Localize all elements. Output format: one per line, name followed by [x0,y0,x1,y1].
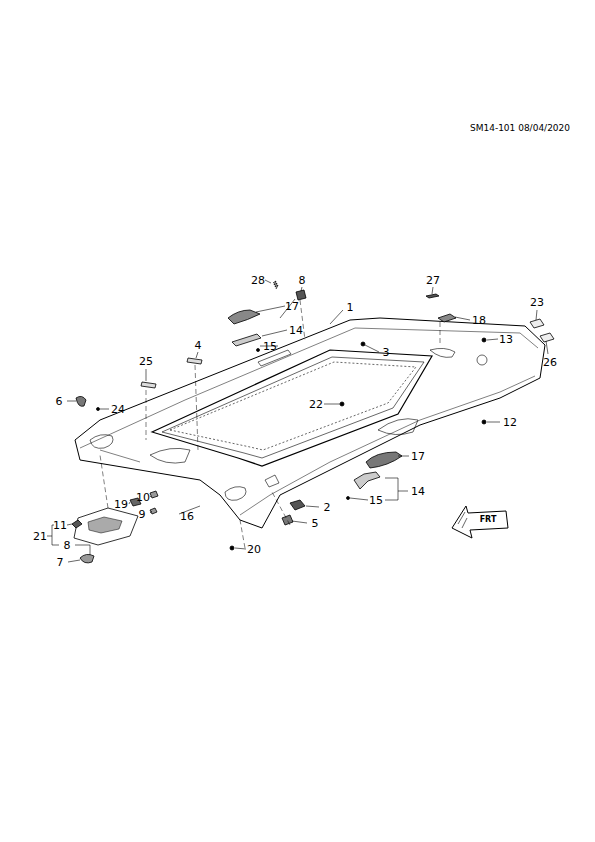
callout-number: 16 [180,511,194,522]
direction-label: FRT [480,516,497,524]
callout-number: 23 [530,297,544,308]
callout-number: 5 [312,518,319,529]
drawing-code: SM14-101 08/04/2020 [470,124,570,133]
callout-number: 8 [299,275,306,286]
callout-number: 22 [309,399,323,410]
callout-number: 21 [33,531,47,542]
callout-number: 4 [195,340,202,351]
callout-number: 27 [426,275,440,286]
callout-number: 10 [136,492,150,503]
callout-number: 14 [289,325,303,336]
callout-number: 18 [472,315,486,326]
callout-number: 8 [64,540,71,551]
callout-number: 20 [247,544,261,555]
callout-number: 6 [56,396,63,407]
callout-number: 26 [543,357,557,368]
callout-number: 14 [411,486,425,497]
callout-number: 13 [499,334,513,345]
callout-number: 7 [57,557,64,568]
callout-number: 9 [139,509,146,520]
callout-number: 2 [324,502,331,513]
callout-number: 24 [111,404,125,415]
callout-number: 12 [503,417,517,428]
callout-number: 15 [369,495,383,506]
callout-number: 28 [251,275,265,286]
callout-number: 17 [285,301,299,312]
callout-number: 19 [114,499,128,510]
callout-number: 11 [53,520,67,531]
callout-number: 1 [347,302,354,313]
callout-number: 17 [411,451,425,462]
callout-number: 25 [139,356,153,367]
callout-number: 3 [383,347,390,358]
callout-number: 15 [263,341,277,352]
